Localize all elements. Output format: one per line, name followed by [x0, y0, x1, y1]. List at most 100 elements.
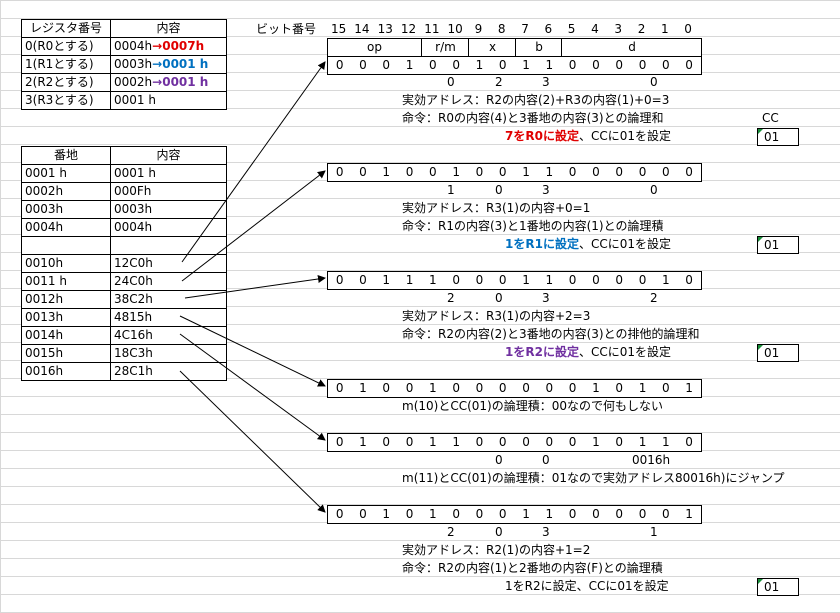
bit-cell: 1	[638, 381, 647, 395]
bit-cell: 0	[382, 381, 391, 395]
bit-cell: 1	[522, 507, 530, 521]
bit-cell: 0	[685, 273, 693, 287]
register-value-cell[interactable]: 0001 h	[110, 91, 227, 110]
value-b: 3	[542, 525, 550, 539]
register-value-cell[interactable]: 0002h→0001 h	[110, 73, 227, 92]
bit-cell: 0	[661, 165, 670, 179]
bit-cell: 0	[452, 273, 460, 287]
bit-cell: 0	[661, 507, 670, 521]
value-rm: 1	[447, 183, 455, 197]
bit-cell: 0	[498, 165, 507, 179]
bit-cell: 0	[429, 58, 437, 72]
bit-cell: 0	[545, 435, 554, 449]
arrow-0011h	[181, 170, 326, 282]
content-cell[interactable]: 0003h	[110, 200, 227, 219]
bit-cell: 0	[452, 381, 460, 395]
memory-header-address[interactable]: 番地	[21, 146, 111, 165]
field-op: op	[367, 40, 382, 54]
address-cell[interactable]: 0004h	[21, 218, 111, 237]
bit-cell: 1	[661, 435, 670, 449]
old-value: 0002h	[114, 75, 153, 89]
bit-cell: 0	[498, 381, 507, 395]
register-header-number[interactable]: レジスタ番号	[21, 19, 111, 38]
cc-value-cell[interactable]: 01	[757, 236, 799, 254]
bit-number: 3	[614, 22, 623, 36]
arrow: →	[152, 57, 163, 71]
bit-number: 10	[447, 22, 463, 36]
bit-number-label: ビット番号	[256, 22, 317, 36]
bit-number: 5	[567, 22, 576, 36]
bit-cell: 0	[592, 58, 600, 72]
bit-cell: 1	[638, 435, 647, 449]
bit-cell: 0	[359, 273, 367, 287]
bit-cell: 0	[638, 273, 647, 287]
bit-cell: 0	[592, 273, 600, 287]
content-cell[interactable]: 28C1h	[110, 362, 227, 381]
bit-cell: 0	[498, 58, 507, 72]
bit-number: 4	[591, 22, 599, 36]
register-cell[interactable]: 1(R1とする)	[21, 55, 111, 74]
bit-cell: 0	[405, 381, 414, 395]
bit-cell: 0	[498, 507, 507, 521]
bit-cell: 0	[382, 435, 391, 449]
bit-number: 7	[521, 22, 529, 36]
bit-cell: 0	[405, 435, 414, 449]
bit-cell: 1	[685, 507, 693, 521]
address-cell[interactable]: 0011 h	[21, 272, 111, 291]
bit-cell: 0	[568, 435, 577, 449]
value-x: 0	[495, 453, 503, 467]
bit-cell: 1	[475, 58, 484, 72]
result-highlight: 1をR1に設定	[505, 237, 579, 251]
bit-cell: 0	[615, 165, 624, 179]
instruction-text: 命令：R1の内容(3)と1番地の内容(1)との論理積	[402, 219, 664, 233]
cc-label: CC	[762, 111, 779, 125]
cc-value-cell[interactable]: 01	[757, 128, 799, 146]
cc-value-cell[interactable]: 01	[757, 344, 799, 362]
bit-cell: 0	[615, 507, 624, 521]
register-cell[interactable]: 3(R3とする)	[21, 91, 111, 110]
bit-cell: 0	[568, 273, 577, 287]
effective-address-text: 実効アドレス：R3(1)の内容+0=1	[402, 201, 591, 215]
memory-header-content[interactable]: 内容	[110, 146, 227, 165]
bit-cell: 1	[545, 165, 554, 179]
bit-cell: 0	[592, 165, 600, 179]
arrow-0010h	[181, 61, 326, 263]
bit-cell: 0	[452, 58, 460, 72]
bit-cell: 0	[685, 58, 693, 72]
field-x: x	[468, 39, 516, 57]
value-b: 3	[542, 183, 550, 197]
content-cell[interactable]: 18C3h	[110, 344, 227, 363]
bit-cell: 0	[335, 435, 344, 449]
bit-cell: 1	[429, 273, 437, 287]
table-row: 1(R1とする) 0003h→0001 h	[21, 55, 227, 74]
bit-cell: 0	[335, 165, 344, 179]
bit-cell: 0	[615, 273, 624, 287]
result-rest: 、CCに01を設定	[578, 345, 671, 359]
content-cell[interactable]: 12C0h	[110, 254, 227, 273]
note-text: m(11)とCC(01)の論理積：01なので実効アドレス80016h)にジャンプ	[402, 471, 785, 485]
bit-cell: 0	[335, 58, 344, 72]
value-d: 2	[650, 291, 658, 305]
effective-address-text: 実効アドレス：R2(1)の内容+1=2	[402, 543, 591, 557]
register-value-cell[interactable]: 0004h→0007h	[110, 37, 227, 56]
bit-number: 12	[400, 22, 417, 36]
table-row: 0(R0とする) 0004h→0007h	[21, 37, 227, 56]
bit-number: 6	[544, 22, 553, 36]
value-x: 0	[495, 183, 503, 197]
value-x: 0	[495, 525, 503, 539]
content-cell[interactable]: 4C16h	[110, 326, 227, 345]
value-d: 1	[650, 525, 658, 539]
content-cell[interactable]: 0001 h	[110, 164, 227, 183]
field-rm: r/m	[421, 39, 469, 57]
bit-cell: 0	[382, 58, 391, 72]
result-text: 1をR2に設定、CCに01を設定	[505, 343, 671, 361]
bit-cell: 0	[545, 381, 554, 395]
cc-value-cell[interactable]: 01	[757, 578, 799, 596]
effective-address-text: 実効アドレス：R3(1)の内容+2=3	[402, 309, 591, 323]
